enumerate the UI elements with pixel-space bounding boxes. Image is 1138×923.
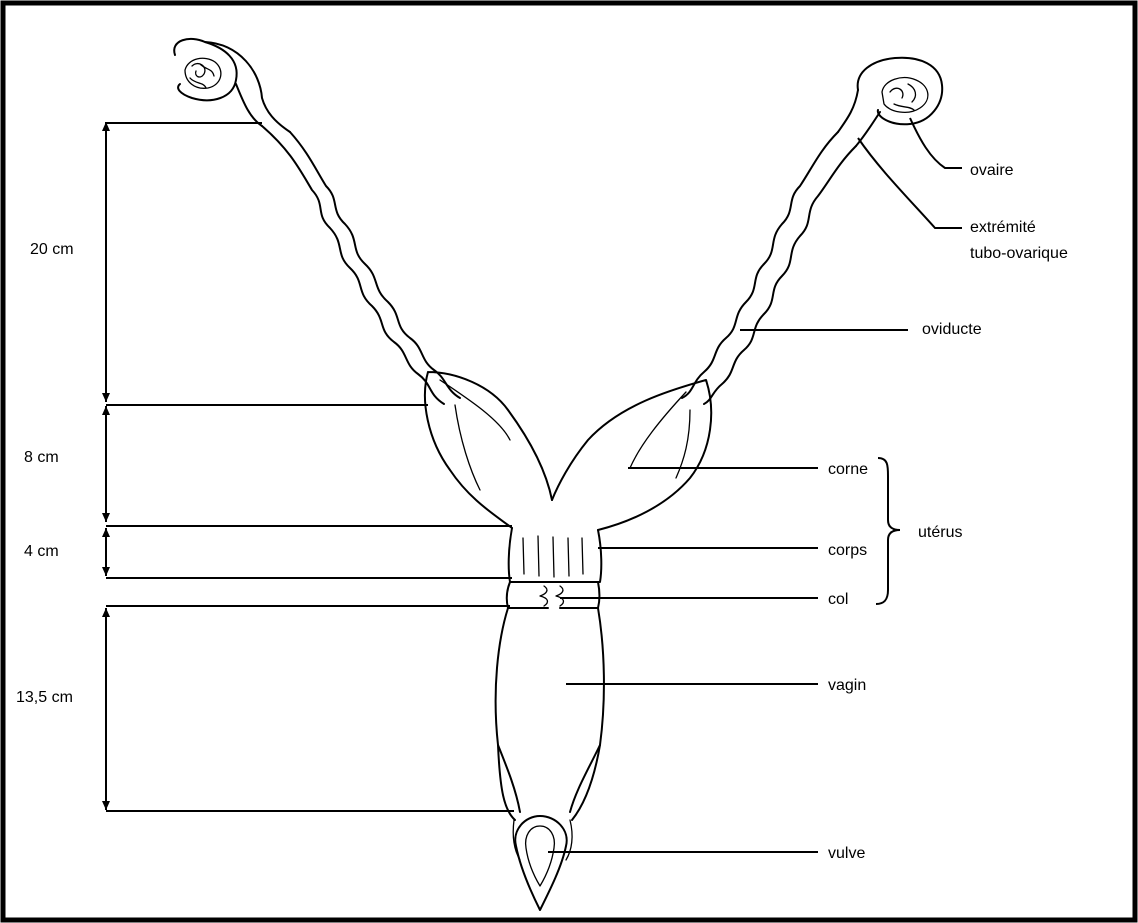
measure-label-vagina: 13,5 cm	[16, 689, 73, 706]
diagram-frame	[3, 3, 1135, 920]
measure-label-horn: 8 cm	[24, 449, 59, 466]
label-oviducte: oviducte	[922, 321, 982, 338]
label-vulve: vulve	[828, 845, 865, 862]
label-corps: corps	[828, 542, 867, 559]
measure-label-oviduct: 20 cm	[30, 241, 74, 258]
label-corne: corne	[828, 461, 868, 478]
label-vagin: vagin	[828, 677, 866, 694]
measure-label-body: 4 cm	[24, 543, 59, 560]
label-ovaire: ovaire	[970, 162, 1014, 179]
label-uterus: utérus	[918, 524, 962, 541]
label-extremite-line2: tubo-ovarique	[970, 245, 1068, 262]
label-extremite-line1: extrémité	[970, 219, 1036, 236]
label-col: col	[828, 591, 848, 608]
